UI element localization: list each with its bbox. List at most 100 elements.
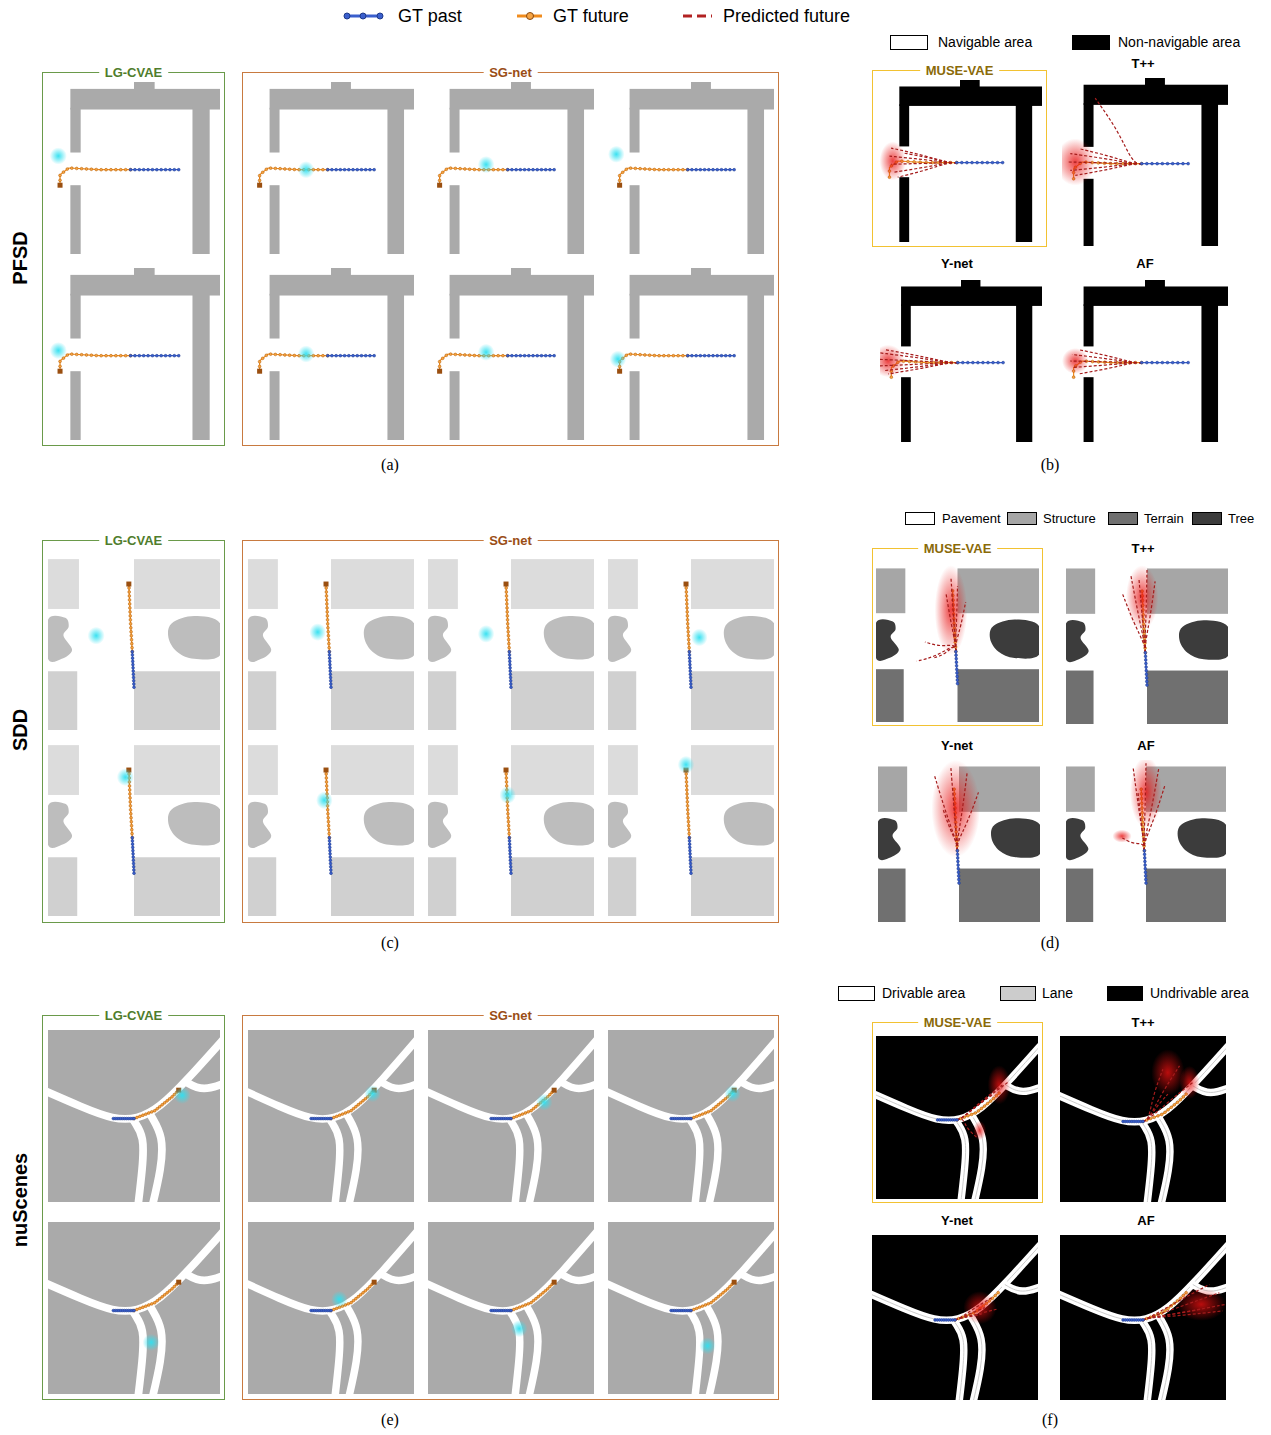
trajectory-dot [505,603,508,606]
trajectory-dot [509,865,512,868]
trajectory-dot [686,607,689,610]
trajectory-dot [521,1305,524,1308]
trajectory-dot [329,676,332,679]
trajectory-dot [987,361,990,364]
trajectory-dot [687,630,690,633]
trajectory-dot [690,1117,693,1120]
method-title: Y-net [941,1213,973,1228]
trajectory-dot [521,1113,524,1116]
trajectory-dot [687,828,690,831]
road [248,1225,414,1310]
trajectory-line [260,354,328,371]
frame-heading: MUSE-VAE [920,63,1000,78]
trajectory-dot [1142,1120,1145,1123]
terrain [248,857,276,916]
trajectory-dot [130,820,133,823]
lane [1006,1085,1038,1092]
wall [70,294,80,339]
trajectory-dot [329,670,332,673]
trajectory-dot [506,804,509,807]
trajectory-dot [1176,361,1179,364]
map-tile [48,268,220,440]
trajectory-dot [328,660,331,663]
legend-text: Structure [1043,511,1096,526]
trajectory-dot [688,832,691,835]
trajectory-dot [957,878,960,881]
goal-marker [257,183,262,188]
trajectory-dot [344,1112,347,1115]
map-tile [428,1222,594,1394]
trajectory-dot [473,354,476,357]
trajectory-dot [133,1117,136,1120]
structure [428,559,458,609]
trajectory-dot [328,654,331,657]
trajectory-dot [1144,651,1147,654]
wall [450,294,460,339]
tree [48,802,72,848]
trajectory-dot [368,1285,371,1288]
trajectory-dot [505,587,508,590]
trajectory-dot [1144,864,1147,867]
trajectory-dot [714,1105,717,1108]
trajectory-dot [509,673,512,676]
road [381,1274,414,1281]
trajectory-dot [686,797,689,800]
trajectory-dot [1144,878,1147,881]
predicted-trajectory [951,768,957,851]
predicted-trajectory [933,647,956,658]
trajectory-dot [339,354,342,357]
trajectory-dot [166,1291,169,1294]
trajectory-dot [130,816,133,819]
road [331,1313,340,1394]
trajectory-line [60,168,131,185]
trajectory-line [958,362,1003,363]
prediction-heatmap [50,342,67,359]
trajectory-dot [347,168,350,171]
trajectory-dot [672,168,675,171]
prediction-heatmap [511,1320,528,1337]
trajectory-dot [330,1309,333,1312]
trajectory-dot [177,168,180,171]
wall [192,108,209,254]
trajectory-dot [1144,871,1147,874]
trajectory-dot [509,859,512,862]
prediction-density [973,1121,986,1141]
trajectory-dot [653,354,656,357]
trajectory-dot [1143,849,1146,852]
trajectory-dot [956,675,959,678]
trajectory-dot [293,168,296,171]
trajectory-dot [505,595,508,598]
trajectory-dot [687,824,690,827]
map-tile [608,738,774,916]
road [331,1121,340,1202]
trajectory-dot [506,354,509,357]
trajectory-dot [129,611,132,614]
trajectory-dot [171,1096,174,1099]
trajectory-dot [508,836,511,839]
trajectory-dot [274,353,277,356]
method-title: AF [1136,256,1153,271]
map-tile [608,268,774,440]
trajectory-dot [956,1119,959,1122]
trajectory-dot [507,820,510,823]
wall [1084,103,1094,147]
road [561,1082,594,1089]
map-ground [48,82,220,254]
trajectory-dot [132,869,135,872]
road [48,1225,220,1310]
trajectory-dot [690,1117,693,1120]
trajectory-dot [445,354,448,357]
trajectory-dot [971,361,974,364]
trajectory-dot [508,846,511,849]
trajectory-line [491,1118,511,1119]
trajectory-dot [327,820,330,823]
trajectory-dot [508,832,511,835]
trajectory-dot [325,789,328,792]
terrain [608,671,636,730]
trajectory-dot [1167,1108,1170,1111]
trajectory-dot [685,785,688,788]
trajectory-dot [509,683,512,686]
trajectory-line [620,168,688,185]
trajectory-dot [133,1117,136,1120]
